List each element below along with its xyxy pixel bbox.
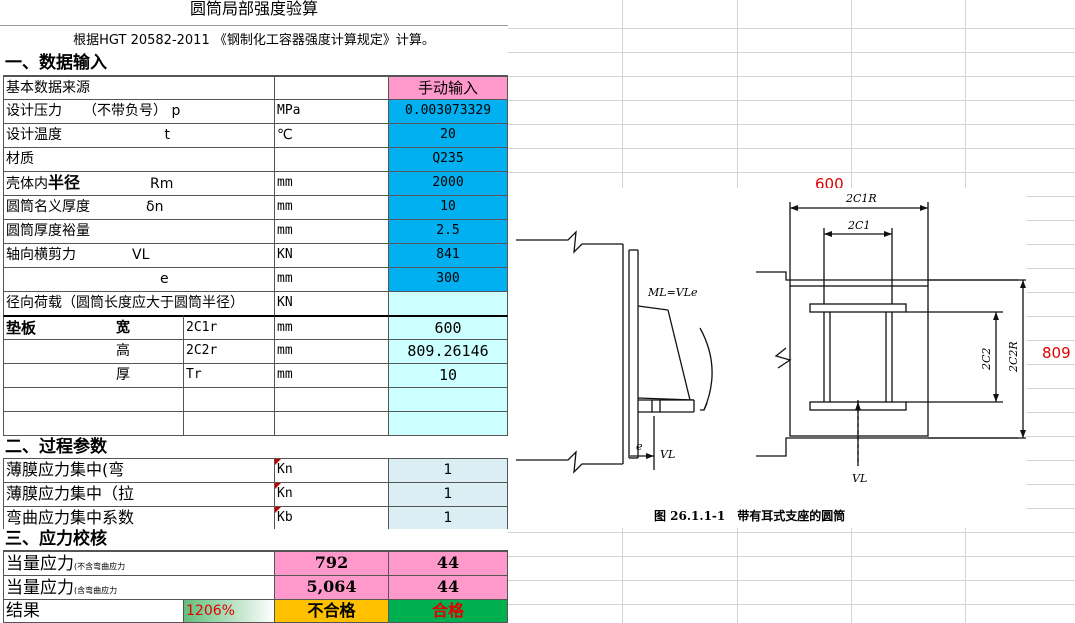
temperature-value[interactable]: 20: [388, 123, 508, 148]
temperature-unit[interactable]: ℃: [274, 123, 389, 148]
vessel-support-figure[interactable]: ML=VLe e VL 2C1R 2C1 2C2 2C2R VL 图 26.1.…: [508, 188, 1026, 528]
allowance-value[interactable]: 2.5: [388, 219, 508, 244]
thickness-unit[interactable]: mm: [274, 195, 389, 220]
source-unit-cell[interactable]: [274, 76, 389, 100]
standard-note: 根据HGT 20582-2011 《钢制化工容器强度计算规定》计算。: [73, 33, 435, 48]
empty-cell[interactable]: [3, 411, 184, 436]
bending-factor-label[interactable]: 弯曲应力集中系数: [3, 506, 275, 531]
radial-load-unit[interactable]: KN: [274, 291, 389, 316]
empty-cell[interactable]: [274, 387, 389, 412]
empty-cell[interactable]: [3, 387, 184, 412]
pad-height-cell[interactable]: 高: [3, 339, 184, 364]
equivalent-stress-label[interactable]: 当量应力(不含弯曲应力: [3, 551, 275, 576]
figure-label-ml: ML=VLe: [647, 286, 698, 299]
pressure-unit[interactable]: MPa: [274, 99, 389, 124]
result-fail[interactable]: 不合格: [274, 599, 389, 623]
figure-label-c1: 2C1: [847, 219, 870, 232]
pad-label: 垫板: [6, 319, 37, 337]
pad-height-unit[interactable]: mm: [274, 339, 389, 364]
equivalent-stress-note: (不含弯曲应力: [74, 562, 126, 571]
pad-thickness-cell[interactable]: 厚: [3, 363, 184, 388]
pad-label-cell[interactable]: 垫板 宽: [3, 315, 184, 340]
thickness-value[interactable]: 10: [388, 195, 508, 220]
empty-cell[interactable]: [388, 387, 508, 412]
eccentricity-label[interactable]: e: [3, 267, 275, 292]
temperature-label[interactable]: 设计温度 t: [3, 123, 275, 148]
pad-thickness-value[interactable]: 10: [388, 363, 508, 388]
bending-factor-symbol[interactable]: Kb: [274, 506, 389, 531]
pad-height-dim: 高: [116, 343, 130, 359]
empty-cell[interactable]: [183, 387, 275, 412]
empty-cell[interactable]: [183, 411, 275, 436]
empty-cell[interactable]: [388, 411, 508, 436]
section-process-heading[interactable]: 二、过程参数: [3, 435, 508, 459]
material-value[interactable]: Q235: [388, 147, 508, 172]
pad-height-symbol[interactable]: 2C2r: [183, 339, 275, 364]
material-label[interactable]: 材质: [3, 147, 275, 172]
equivalent-stress-value-2[interactable]: 44: [388, 551, 508, 576]
section-data-input-heading[interactable]: 一、数据输入: [3, 52, 508, 76]
allowance-label[interactable]: 圆筒厚度裕量: [3, 219, 275, 244]
pressure-value[interactable]: 0.003073329: [388, 99, 508, 124]
radius-label-symbol: Rm: [80, 176, 174, 192]
membrane-bending-value[interactable]: 1: [388, 458, 508, 483]
equivalent-stress-value-1[interactable]: 792: [274, 551, 389, 576]
pad-width-unit[interactable]: mm: [274, 315, 389, 340]
sheet-title: 圆筒局部强度验算: [0, 0, 508, 26]
eccentricity-value[interactable]: 300: [388, 267, 508, 292]
empty-cell[interactable]: [274, 411, 389, 436]
equivalent-stress-bending-name: 当量应力: [6, 578, 74, 598]
pad-thickness-symbol[interactable]: Tr: [183, 363, 275, 388]
membrane-tension-label[interactable]: 薄膜应力集中（拉: [3, 482, 275, 507]
section-stress-check-heading[interactable]: 三、应力校核: [3, 529, 508, 551]
figure-label-c2r: 2C2R: [1007, 341, 1020, 373]
membrane-bending-symbol[interactable]: Kn: [274, 458, 389, 483]
membrane-bending-label[interactable]: 薄膜应力集中(弯: [3, 458, 275, 483]
pressure-label[interactable]: 设计压力 （不带负号） p: [3, 99, 275, 124]
equivalent-stress-bending-value-2[interactable]: 44: [388, 575, 508, 600]
height-annotation[interactable]: 809: [1042, 344, 1071, 362]
figure-label-c1r: 2C1R: [845, 192, 877, 205]
radius-value[interactable]: 2000: [388, 171, 508, 196]
pad-thickness-unit[interactable]: mm: [274, 363, 389, 388]
source-value-cell[interactable]: 手动输入: [388, 76, 508, 100]
result-label[interactable]: 结果: [3, 599, 184, 623]
pad-thickness-dim: 厚: [116, 367, 130, 383]
figure-label-vl-right: VL: [852, 472, 867, 485]
radius-label[interactable]: 壳体内半径 Rm: [3, 171, 275, 196]
equivalent-stress-name: 当量应力: [6, 554, 74, 574]
figure-label-c2: 2C2: [980, 348, 993, 371]
radial-load-label[interactable]: 径向荷载（圆筒长度应大于圆筒半径）: [3, 291, 275, 316]
pad-width-value[interactable]: 600: [388, 315, 508, 340]
shear-label[interactable]: 轴向横剪力 VL: [3, 243, 275, 268]
pad-width-symbol[interactable]: 2C1r: [183, 315, 275, 340]
equivalent-stress-bending-label[interactable]: 当量应力(含弯曲应力: [3, 575, 275, 600]
equivalent-stress-bending-value-1[interactable]: 5,064: [274, 575, 389, 600]
equivalent-stress-bending-note: (含弯曲应力: [74, 586, 118, 595]
membrane-tension-value[interactable]: 1: [388, 482, 508, 507]
shear-unit[interactable]: KN: [274, 243, 389, 268]
result-pass[interactable]: 合格: [388, 599, 508, 623]
result-percent[interactable]: 1206%: [183, 599, 275, 623]
shear-value[interactable]: 841: [388, 243, 508, 268]
figure-label-vl-left: VL: [660, 448, 675, 461]
membrane-tension-symbol[interactable]: Kn: [274, 482, 389, 507]
allowance-unit[interactable]: mm: [274, 219, 389, 244]
radius-unit[interactable]: mm: [274, 171, 389, 196]
pad-height-value[interactable]: 809.26146: [388, 339, 508, 364]
figure-label-e: e: [636, 440, 643, 453]
figure-caption: 图 26.1.1-1 带有耳式支座的圆筒: [654, 508, 845, 523]
material-unit[interactable]: [274, 147, 389, 172]
thickness-label[interactable]: 圆筒名义厚度 δn: [3, 195, 275, 220]
radial-load-value[interactable]: [388, 291, 508, 316]
pad-width-dim: 宽: [116, 320, 130, 336]
radius-label-prefix: 壳体内: [6, 176, 48, 192]
radius-label-bold: 半径: [48, 173, 81, 192]
bending-factor-value[interactable]: 1: [388, 506, 508, 531]
eccentricity-unit[interactable]: mm: [274, 267, 389, 292]
source-label[interactable]: 基本数据来源: [3, 76, 275, 100]
